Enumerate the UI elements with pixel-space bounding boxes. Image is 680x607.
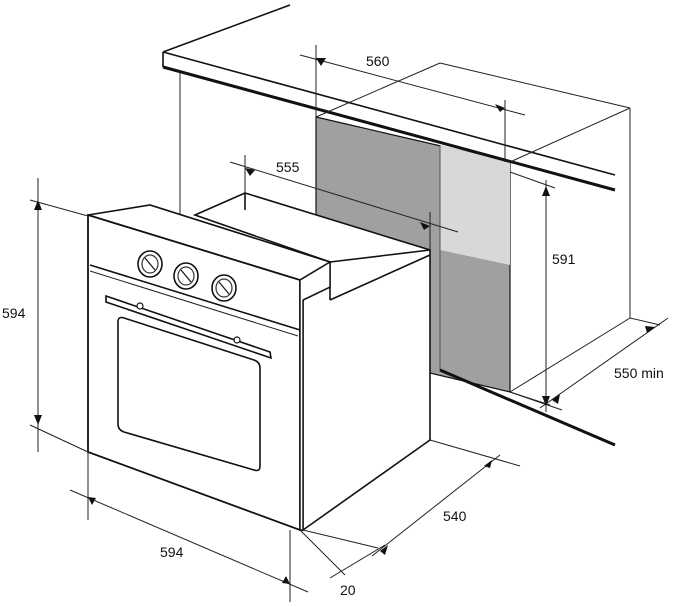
dim-front-thickness-label: 20 — [340, 582, 356, 598]
dim-oven-depth-label: 540 — [443, 508, 467, 524]
dim-oven-height-label: 594 — [2, 305, 26, 321]
dim-niche-height-label: 591 — [552, 251, 576, 267]
dimension-arrowheads — [34, 58, 655, 584]
countertop — [162, 4, 616, 192]
dimension-labels: 560 555 591 594 550 min 540 594 20 — [2, 53, 664, 598]
knob-icon — [211, 274, 237, 302]
dimension-lines — [29, 45, 669, 602]
knob-icon — [173, 262, 199, 290]
dim-oven-body-width-label: 555 — [276, 159, 300, 175]
oven-front — [87, 204, 332, 532]
dim-oven-width-label: 594 — [160, 544, 184, 560]
oven-knobs — [137, 250, 237, 302]
knob-icon — [137, 250, 163, 278]
dim-niche-depth-label: 550 min — [614, 365, 664, 381]
dim-niche-width-label: 560 — [366, 53, 390, 69]
